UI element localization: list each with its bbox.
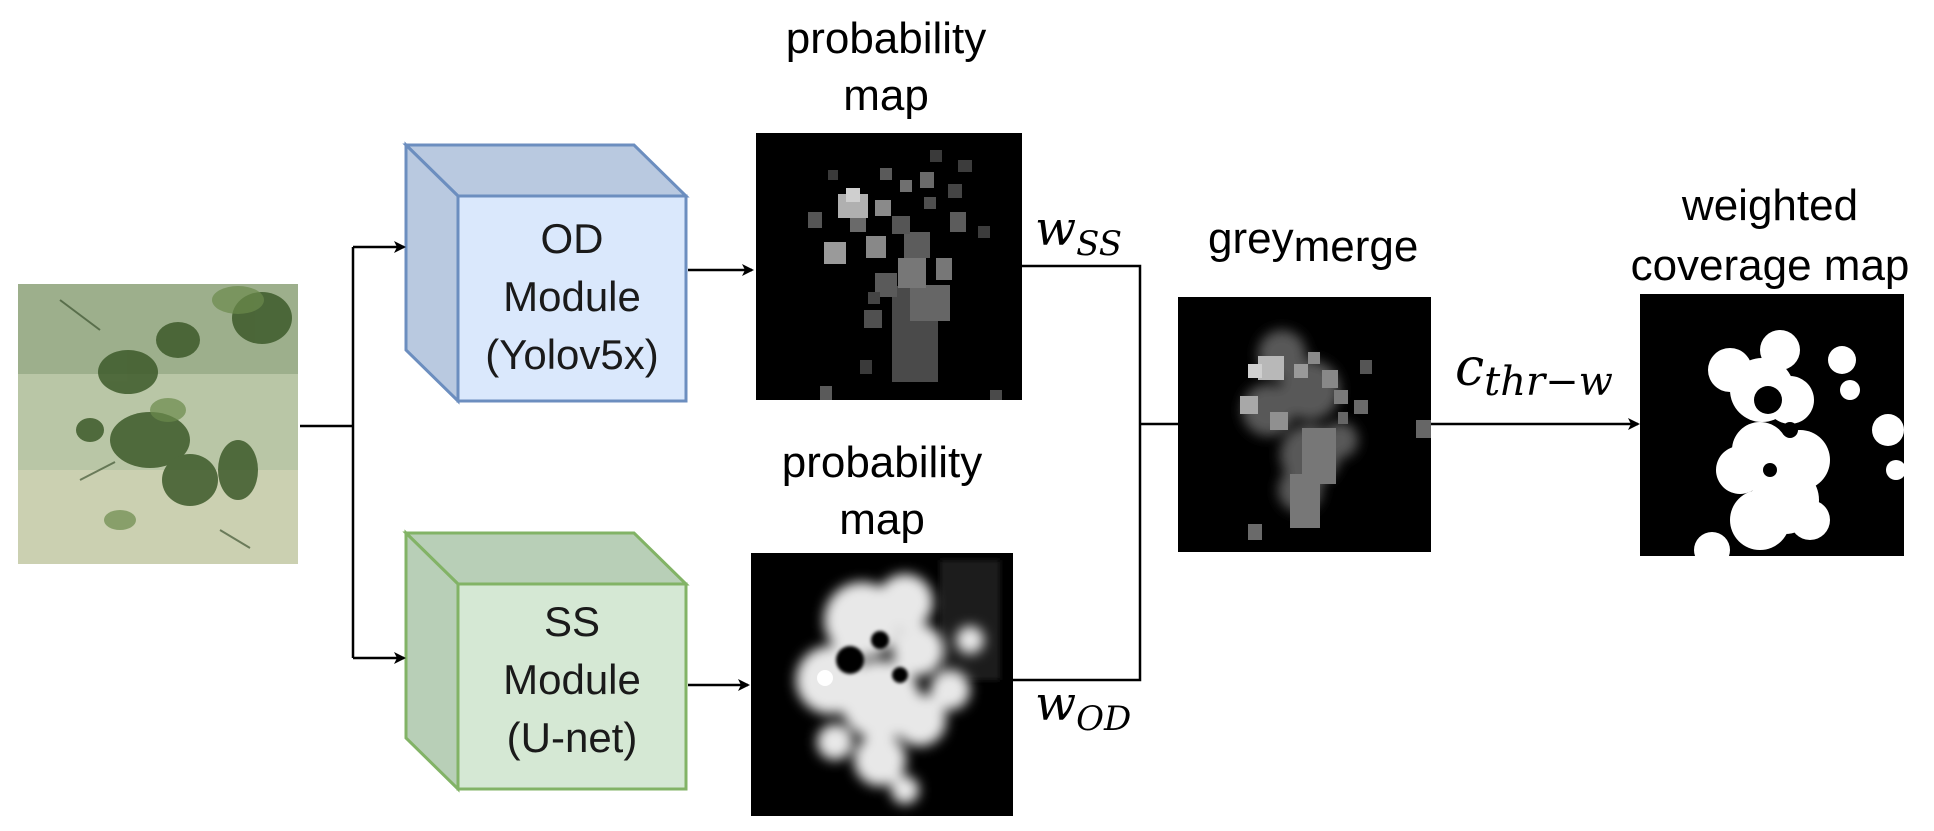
coverage-title-line1: weighted (1681, 181, 1858, 230)
od-module-subtitle: Module (503, 273, 641, 320)
ss-map-title-line2: map (839, 495, 925, 544)
ss-module-title: SS (544, 598, 600, 645)
input-image (18, 284, 298, 564)
merge-map (1178, 297, 1431, 552)
od-map-title-line1: probability (786, 14, 987, 63)
threshold-label: cthr−w (1455, 338, 1613, 405)
weight-od-label: wOD (1035, 676, 1131, 739)
ss-module-subtitle: Module (503, 656, 641, 703)
od-probability-map (756, 133, 1022, 400)
ss-module-box: SS Module (U-net) (402, 529, 690, 793)
coverage-map (1640, 294, 1904, 556)
od-module-box: OD Module (Yolov5x) (402, 141, 690, 405)
coverage-title-line2: coverage map (1631, 241, 1910, 290)
weight-ss-label: wSS (1035, 201, 1122, 264)
ss-probability-map (751, 553, 1013, 816)
ss-module-model: (U-net) (507, 714, 638, 761)
od-module-model: (Yolov5x) (485, 331, 659, 378)
connectors (300, 241, 1640, 691)
od-map-title-line2: map (843, 71, 929, 120)
od-module-title: OD (541, 215, 604, 262)
merge-title: greymerge (1208, 214, 1418, 271)
ss-map-title-line1: probability (782, 438, 983, 487)
